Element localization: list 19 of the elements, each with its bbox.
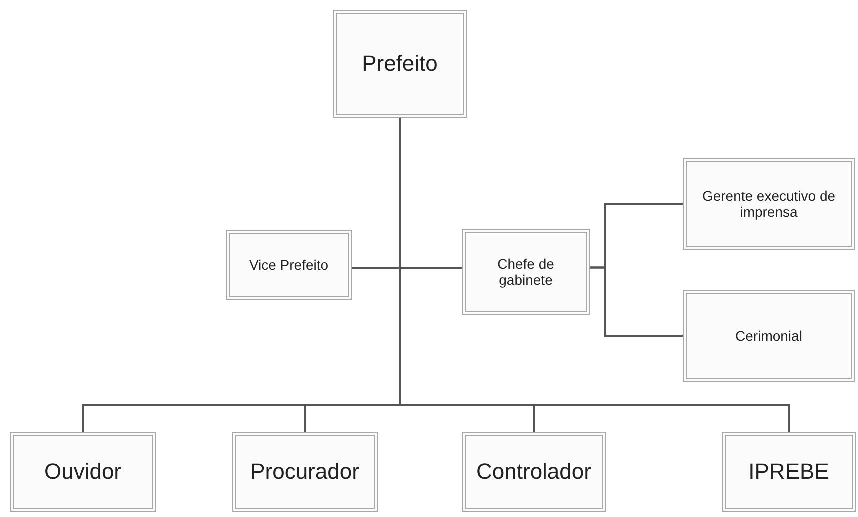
box-label: Ouvidor bbox=[43, 459, 123, 485]
org-box bbox=[226, 230, 352, 300]
org-box bbox=[333, 10, 467, 118]
org-box bbox=[232, 432, 378, 512]
org-box bbox=[10, 432, 156, 512]
box-label: Prefeito bbox=[361, 51, 439, 77]
box-label: Gerente executivo de imprensa bbox=[701, 188, 837, 220]
box-label: IPREBE bbox=[748, 459, 830, 485]
connector-line bbox=[590, 266, 683, 337]
org-box bbox=[722, 432, 856, 512]
box-label: Vice Prefeito bbox=[248, 257, 330, 273]
box-label: Controlador bbox=[476, 459, 592, 485]
box-label: Procurador bbox=[250, 459, 360, 485]
org-box bbox=[462, 229, 590, 315]
org-box bbox=[462, 432, 606, 512]
box-label: Cerimonial bbox=[734, 328, 804, 344]
box-label: Chefe de gabinete bbox=[496, 256, 556, 288]
org-box bbox=[683, 158, 855, 250]
org-box bbox=[683, 290, 855, 382]
